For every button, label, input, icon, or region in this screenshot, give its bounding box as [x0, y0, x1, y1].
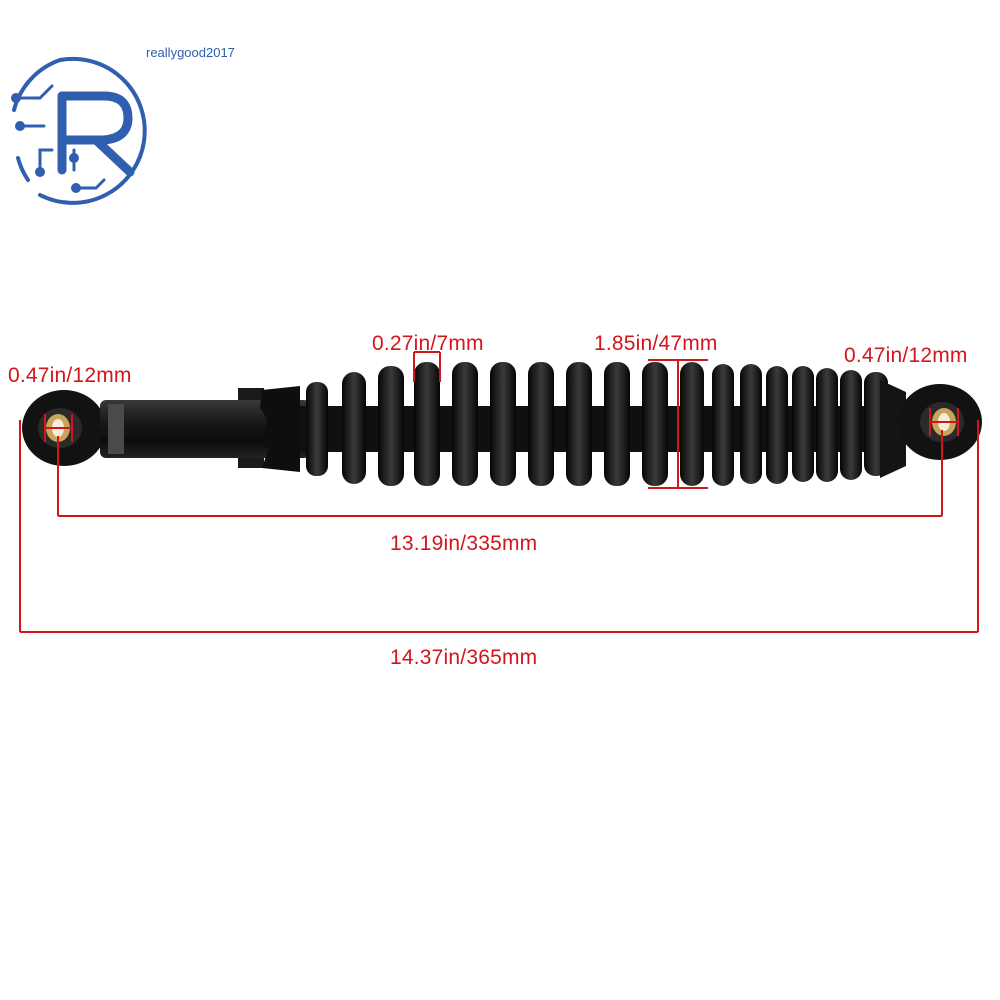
- wire-thickness-label: 0.27in/7mm: [372, 332, 484, 355]
- dimension-lines: [19, 351, 979, 633]
- right-eye-bore-label: 0.47in/12mm: [844, 344, 968, 367]
- brand-logo: [11, 56, 147, 205]
- watermark-text: reallygood2017: [146, 45, 235, 60]
- center-to-center-label: 13.19in/335mm: [390, 532, 538, 555]
- overall-length-label: 14.37in/365mm: [390, 646, 538, 669]
- left-eye-bore-label: 0.47in/12mm: [8, 364, 132, 387]
- spring-diameter-label: 1.85in/47mm: [594, 332, 718, 355]
- damper-body: [100, 400, 310, 458]
- coil-spring: [306, 362, 888, 486]
